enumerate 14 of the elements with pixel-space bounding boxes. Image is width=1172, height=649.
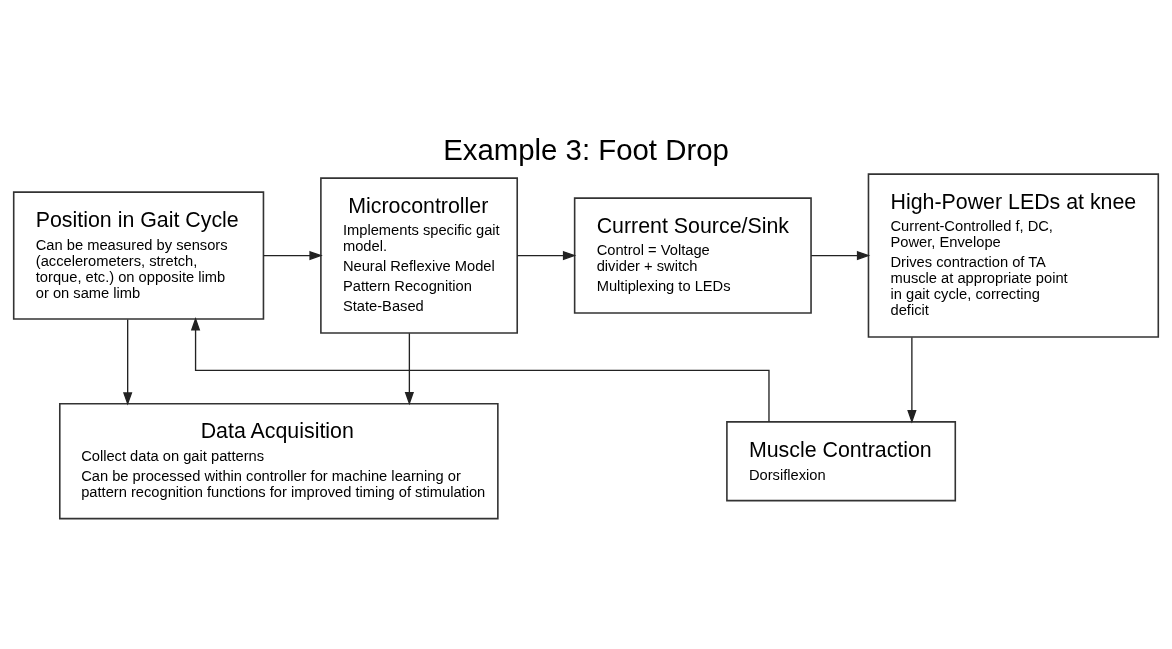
node-box: Position in Gait Cycle Can be measured by sensors (accelerometers, stretch, torque, etc.) on opposite limb or on same limb — [12, 190, 265, 320]
arrow — [190, 316, 770, 422]
arrow — [123, 318, 133, 406]
node-box: Data Acquisition Collect data on gait patterns Can be processed within controller for machine learning or pattern recognition functions for improved timing of stimulation — [59, 402, 499, 519]
diagram-title: Example 3: Foot Drop — [443, 132, 729, 166]
arrow — [810, 250, 871, 260]
arrow — [262, 250, 323, 260]
arrow — [404, 332, 415, 405]
node-box: High-Power LEDs at knee Current-Controlled f, DC, Power, Envelope Drives contraction of TA muscle at appropriate point in gait cycle, correcting deficit — [867, 172, 1160, 338]
node-box: Muscle Contraction Dorsiflexion — [726, 420, 957, 501]
node-box: Current Source/Sink Control = Voltage divider + switch Multiplexing to LEDs — [573, 196, 812, 314]
arrow — [907, 336, 917, 423]
node-box: Microcontroller Implements specific gait model. Neural Reflexive Model Pattern Recognition State-Based — [320, 176, 518, 334]
arrow — [516, 250, 577, 260]
